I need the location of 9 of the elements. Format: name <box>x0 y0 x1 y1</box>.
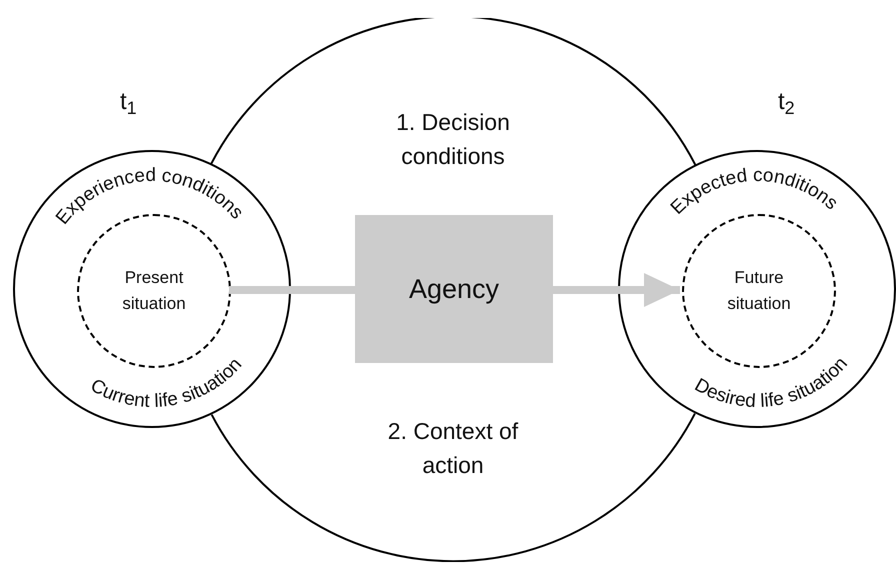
node-label: Future situation <box>726 267 792 315</box>
time-label: t$_{1}$ <box>120 87 137 120</box>
node-label: Agency <box>408 272 500 306</box>
section-heading: 2. Context of action <box>386 417 520 480</box>
node-label: Present situation <box>121 267 187 315</box>
time-label: t$_{2}$ <box>778 87 795 120</box>
arrow <box>553 273 680 307</box>
agency-box <box>355 215 553 363</box>
section-heading: 1. Decision conditions <box>395 108 511 171</box>
